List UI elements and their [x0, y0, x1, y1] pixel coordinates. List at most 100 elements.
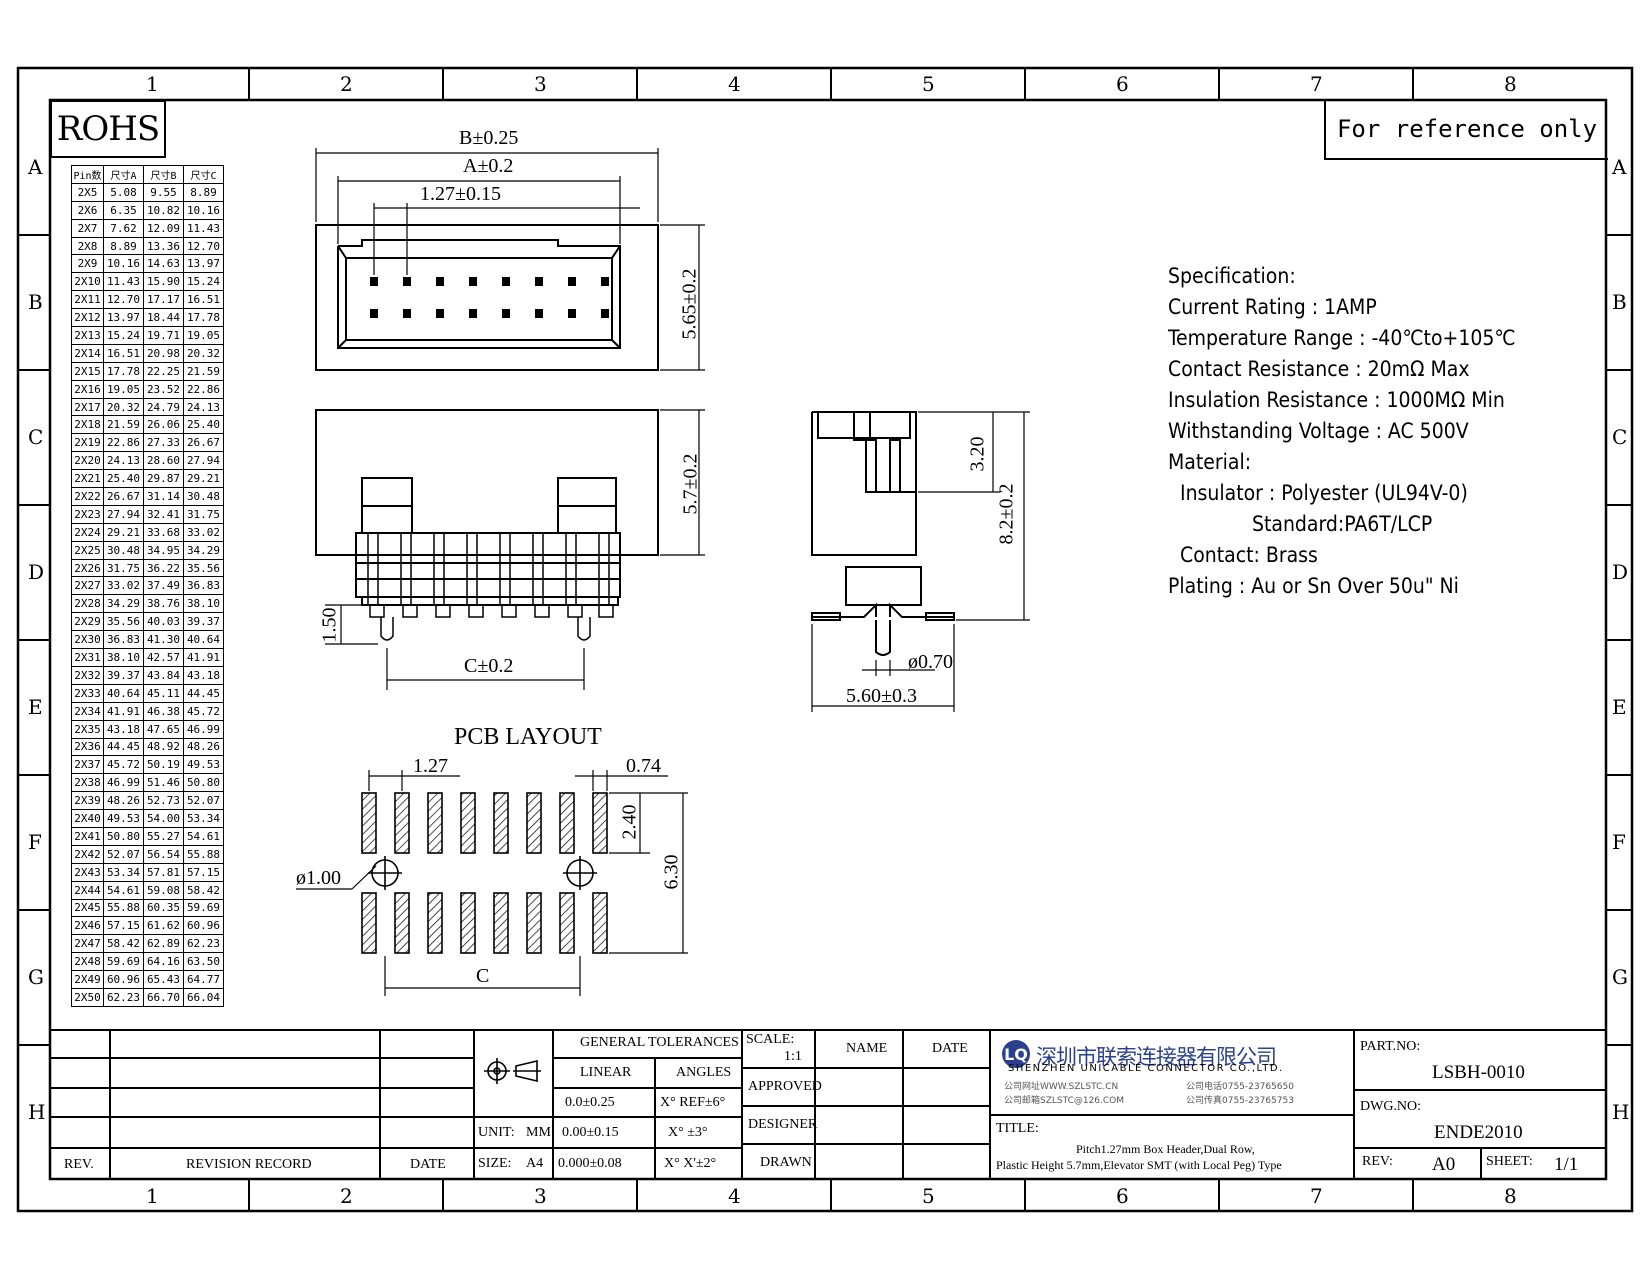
- table-cell: 38.76: [143, 594, 184, 614]
- table-cell: 51.46: [143, 773, 184, 793]
- spec-line: Insulation Resistance : 1000MΩ Min: [1168, 388, 1505, 412]
- table-cell: 57.15: [103, 916, 144, 936]
- table-cell: 36.83: [183, 576, 224, 596]
- angles-label: ANGLES: [676, 1065, 732, 1080]
- column-label: 8: [1504, 1184, 1517, 1208]
- spec-line: Contact Resistance : 20mΩ Max: [1168, 357, 1470, 381]
- table-cell: 24.13: [103, 451, 144, 471]
- table-cell: 2X14: [71, 343, 104, 363]
- table-cell: 2X48: [71, 952, 104, 972]
- company-phone: 公司电话0755-23765650: [1186, 1082, 1294, 1092]
- table-cell: 5.08: [103, 182, 144, 202]
- table-cell: 12.70: [103, 290, 144, 310]
- table-cell: 2X44: [71, 880, 104, 900]
- row-label: F: [28, 830, 42, 854]
- table-cell: 2X39: [71, 791, 104, 811]
- table-cell: 20.32: [183, 343, 224, 363]
- column-label: 1: [146, 1184, 159, 1208]
- name-header: NAME: [846, 1041, 888, 1056]
- table-cell: 29.21: [103, 522, 144, 542]
- spec-line: Temperature Range : -40℃to+105℃: [1168, 326, 1516, 350]
- table-cell: 2X40: [71, 809, 104, 828]
- table-cell: 2X29: [71, 612, 104, 632]
- dim-pcb-hole: ø1.00: [296, 867, 341, 889]
- scale-label: SCALE:: [746, 1032, 795, 1047]
- column-label: 1: [146, 72, 159, 96]
- sheet-value: 1/1: [1554, 1154, 1579, 1175]
- table-cell: 2X32: [71, 665, 104, 685]
- table-cell: 19.71: [143, 326, 184, 345]
- table-cell: 40.64: [183, 630, 224, 650]
- table-cell: 38.10: [183, 594, 224, 614]
- column-label: 3: [534, 72, 547, 96]
- table-cell: 52.07: [183, 791, 224, 811]
- table-cell: 10.16: [103, 254, 144, 274]
- column-label: 6: [1116, 1184, 1129, 1208]
- table-cell: 2X9: [71, 254, 104, 274]
- table-cell: 59.08: [143, 880, 184, 900]
- table-cell: 45.11: [143, 683, 184, 703]
- table-cell: 22.86: [103, 433, 144, 453]
- table-cell: 54.61: [103, 880, 144, 900]
- rev-value: A0: [1432, 1154, 1456, 1175]
- dim-b: B±0.25: [459, 127, 519, 149]
- title-line-1: Pitch1.27mm Box Header,Dual Row,: [1076, 1142, 1255, 1156]
- unit-value: MM: [526, 1125, 551, 1140]
- table-cell: 2X38: [71, 773, 104, 793]
- table-cell: 2X43: [71, 862, 104, 882]
- dim-pcb-pad-height: 2.40: [618, 804, 641, 840]
- table-cell: 45.72: [103, 755, 144, 775]
- table-cell: 34.29: [103, 594, 144, 614]
- table-cell: 34.29: [183, 540, 224, 560]
- table-cell: 26.67: [183, 433, 224, 453]
- spec-line: Specification:: [1168, 264, 1296, 288]
- dim-pcb-pitch: 1.27: [413, 755, 448, 777]
- table-cell: 2X36: [71, 737, 104, 757]
- table-header-row: Pin数 尺寸A 尺寸B 尺寸C: [71, 165, 224, 184]
- row-label: B: [1612, 290, 1627, 314]
- table-cell: 2X49: [71, 970, 104, 989]
- table-cell: 20.98: [143, 343, 184, 363]
- table-cell: 17.17: [143, 290, 184, 310]
- table-cell: 16.51: [183, 290, 224, 310]
- table-cell: 46.38: [143, 701, 184, 721]
- date-header: DATE: [932, 1041, 968, 1056]
- table-cell: 55.88: [183, 844, 224, 864]
- revision-record-header: REVISION RECORD: [186, 1157, 312, 1172]
- part-no-label: PART.NO:: [1360, 1039, 1421, 1054]
- table-cell: 44.45: [103, 737, 144, 757]
- table-cell: 24.79: [143, 397, 184, 417]
- company-website: 公司网址WWW.SZLSTC.CN: [1004, 1082, 1119, 1092]
- table-cell: 2X20: [71, 451, 104, 471]
- dim-a: A±0.2: [463, 155, 514, 177]
- column-label: 2: [340, 72, 353, 96]
- dim-pcb-c: C: [476, 965, 490, 987]
- company-fax: 公司传真0755-23765753: [1186, 1096, 1294, 1106]
- table-cell: 47.65: [143, 719, 184, 739]
- rev-column-header: REV.: [64, 1157, 94, 1172]
- table-cell: 48.26: [103, 791, 144, 811]
- scale-value: 1:1: [784, 1049, 802, 1064]
- table-cell: 49.53: [183, 755, 224, 775]
- table-cell: 22.86: [183, 379, 224, 399]
- size-label: SIZE:: [478, 1156, 512, 1171]
- approved-label: APPROVED: [748, 1079, 822, 1094]
